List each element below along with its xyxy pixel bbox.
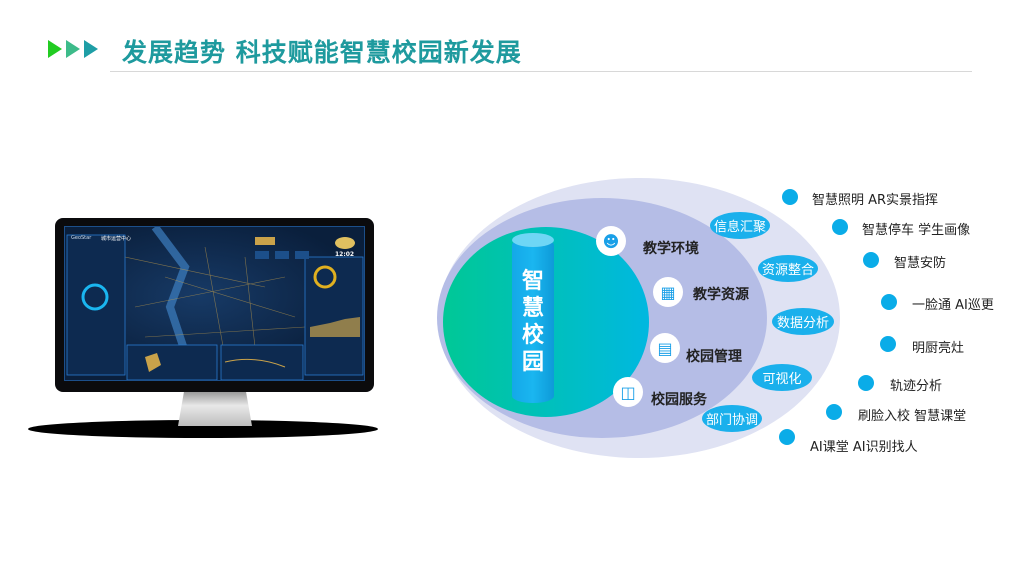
bullet-dot-icon [782,189,798,205]
pillar-label: 教学资源 [693,287,749,303]
divider [110,71,972,72]
bullet-dot-icon [863,252,879,268]
application-item: 一脸通 AI巡更 [912,298,994,313]
application-item: AI课堂 AI识别找人 [810,440,918,455]
pillar-label: 教学环境 [643,241,699,257]
people-group-icon: ☻ [596,226,626,256]
page-title: 发展趋势 科技赋能智慧校园新发展 [122,38,522,67]
bullet-dot-icon [880,336,896,352]
application-item: 轨迹分析 [890,379,943,394]
dashboard-title: 城市运营中心 [101,236,132,242]
dashboard-brand: GeoStar [71,235,92,241]
pillar-label: 校园管理 [686,349,742,365]
capability-pill: 可视化 [752,364,812,391]
bullet-dot-icon [881,294,897,310]
monitor-shadow [28,420,378,438]
application-item: 智慧停车 学生画像 [862,223,971,238]
cylinder-top [512,233,554,247]
bullet-dot-icon [826,404,842,420]
pillar-label: 校园服务 [651,392,707,408]
capability-pill: 资源整合 [758,255,818,282]
monitor-stand [178,392,252,426]
chevron-icon [66,40,80,58]
dashboard-screen: GeoStar 城市运营中心 12:02 [64,226,365,381]
core-label: 智慧校园 [521,269,544,375]
grid-table-icon: ▦ [653,277,683,307]
application-item: 智慧安防 [894,256,947,271]
chevron-icon [84,40,98,58]
service-bottle-icon: ◫ [613,377,643,407]
capability-pill: 数据分析 [772,308,834,335]
bullet-dot-icon [858,375,874,391]
capability-pill: 部门协调 [702,405,762,432]
core-cylinder [512,238,554,403]
management-chart-icon: ▤ [650,333,680,363]
application-item: 智慧照明 AR实景指挥 [812,193,939,208]
application-item: 刷脸入校 智慧课堂 [858,409,967,424]
bullet-dot-icon [832,219,848,235]
capability-pill: 信息汇聚 [710,212,770,239]
dashboard-clock: 12:02 [335,251,355,258]
chevron-icon [48,40,62,58]
bullet-dot-icon [779,429,795,445]
application-item: 明厨亮灶 [912,341,965,356]
